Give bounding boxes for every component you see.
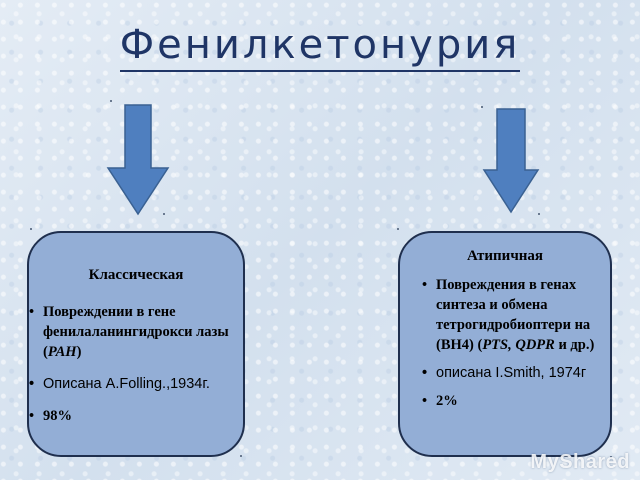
right-down-arrow (482, 108, 540, 214)
classic-item-author: Описана A.Folling.,1934г. (29, 374, 237, 394)
atypical-list: Повреждения в генах синтеза и обмена тет… (422, 275, 606, 411)
watermark-logo: MyShared (530, 451, 630, 473)
dot (30, 228, 32, 230)
classic-item-gene: Повреждении в гене фенилаланингидрокси л… (29, 302, 237, 362)
dot (163, 213, 165, 215)
classic-heading: Классическая (88, 267, 184, 283)
dot (110, 100, 112, 102)
classic-list: Повреждении в гене фенилаланингидрокси л… (29, 302, 237, 426)
dot (240, 455, 242, 457)
atypical-item-gene: Повреждения в генах синтеза и обмена тет… (422, 275, 606, 355)
title-text: Фенилкетонурия (119, 22, 521, 72)
atypical-item-percent: 2% (422, 391, 606, 411)
dot (610, 456, 612, 458)
classic-item-percent: 98% (29, 406, 237, 426)
dot (481, 106, 483, 108)
atypical-pku-box: Атипичная Повреждения в генах синтеза и … (398, 231, 612, 457)
atypical-item-author: описана I.Smith, 1974г (422, 363, 606, 383)
left-down-arrow (106, 104, 170, 216)
atypical-heading: Атипичная (466, 248, 544, 264)
dot (538, 213, 540, 215)
page-title: Фенилкетонурия (0, 22, 640, 72)
classic-pku-box: Классическая Повреждении в гене фенилала… (27, 231, 245, 457)
dot (397, 228, 399, 230)
